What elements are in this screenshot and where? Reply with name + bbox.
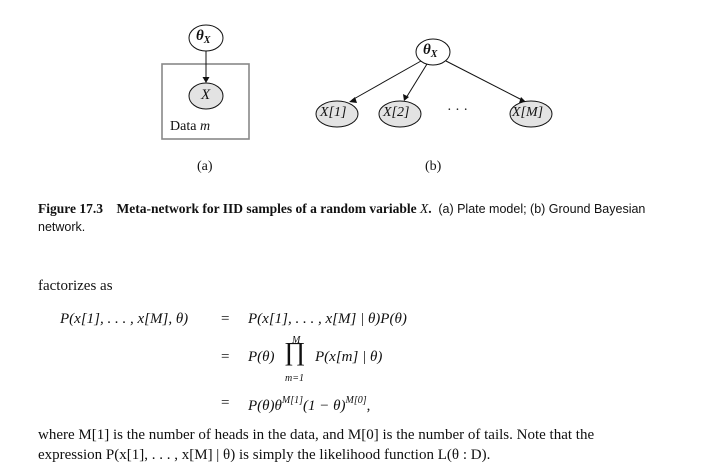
caption-body: (a) Plate model; (b) Ground Bayesian net…	[38, 202, 646, 234]
edge-theta-x1	[351, 60, 422, 101]
figure-title: Meta-network for IID samples of a random…	[116, 201, 417, 216]
plate-model	[161, 24, 250, 140]
x1-node	[315, 100, 359, 128]
figure-graphic	[161, 24, 553, 140]
product-symbol: ∏	[284, 337, 306, 366]
figure-title-var: X	[419, 201, 429, 216]
x-node-a	[188, 82, 224, 110]
intro-text: factorizes as	[38, 278, 113, 294]
edge-theta-x2	[405, 63, 428, 99]
x2-node	[378, 100, 422, 128]
eq2-rhs-b: P(x[m] | θ)	[315, 349, 383, 365]
theta-label-b: θX	[423, 42, 438, 60]
ellipsis-dots: · · ·	[447, 103, 468, 118]
eq1-equals: =	[221, 311, 230, 327]
eq2-equals: =	[221, 349, 230, 365]
figure-number: Figure 17.3	[38, 201, 103, 216]
eq1-rhs: P(x[1], . . . , x[M] | θ)P(θ)	[248, 311, 407, 327]
x2-label: X[2]	[383, 105, 410, 120]
eq3-equals: =	[221, 395, 230, 411]
x-label-a: X	[201, 87, 211, 103]
eq2-rhs-a: P(θ)	[248, 349, 275, 365]
paragraph-line-2: expression P(x[1], . . . , x[M] | θ) is …	[38, 447, 491, 463]
theta-label-a: θX	[196, 28, 211, 46]
x1-label: X[1]	[320, 105, 347, 120]
eq3-rhs: P(θ)θM[1](1 − θ)M[0],	[248, 395, 371, 414]
arrowhead-x2	[403, 94, 409, 101]
edge-theta-xm	[445, 60, 523, 101]
eq-lhs: P(x[1], . . . , x[M], θ)	[60, 311, 189, 327]
xm-label: X[M]	[512, 105, 544, 120]
subfigure-label-a: (a)	[197, 159, 213, 174]
arrowhead-a	[202, 77, 210, 83]
plate-label: Data m	[170, 119, 211, 134]
prod-lower: m=1	[285, 373, 304, 384]
theta-node-b	[415, 38, 451, 66]
xm-node	[509, 100, 553, 128]
subfigure-label-b: (b)	[425, 159, 442, 174]
prod-upper: M	[292, 335, 301, 346]
arrowhead-x1	[349, 97, 357, 103]
figure-caption: Figure 17.3 Meta-network for IID samples…	[38, 201, 646, 234]
paragraph-line-1: where M[1] is the number of heads in the…	[38, 427, 595, 443]
ground-network	[315, 38, 553, 128]
